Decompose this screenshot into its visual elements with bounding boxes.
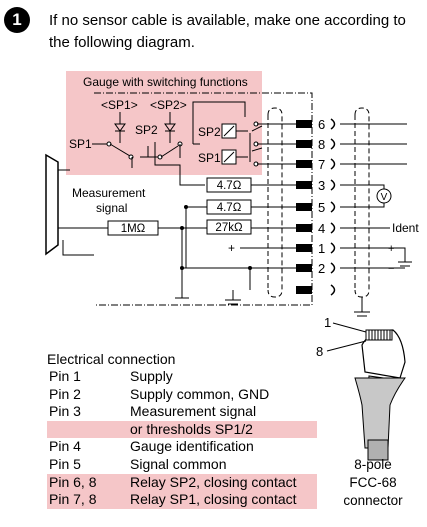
sp2-bracket-label: <SP2>	[150, 98, 187, 112]
sp2-label: SP2	[135, 123, 158, 137]
description-cell: Relay SP2, closing contact	[130, 473, 297, 490]
pin-5-label: 5	[318, 200, 325, 215]
relay-sp1-label: SP1	[198, 151, 221, 165]
pin-cell: Pin 1	[49, 368, 81, 384]
measurement-signal-label: Measurement	[72, 186, 146, 200]
intro-text: If no sensor cable is available, make on…	[49, 12, 406, 51]
description-cell: Relay SP1, closing contact	[130, 491, 297, 508]
table-title: Electrical connection	[47, 351, 176, 367]
connector-pin-8-label: 8	[316, 344, 323, 359]
pin-cell: Pin 5	[49, 455, 81, 472]
connector-caption-line-1: 8-pole	[354, 457, 392, 472]
connector-caption: 8-pole FCC-68 connector	[338, 456, 408, 510]
pin-cell: Pin 3	[49, 403, 81, 420]
pin-6-label: 6	[318, 117, 325, 132]
connector-caption-line-3: connector	[343, 493, 403, 508]
table-row: or thresholds SP1/2	[47, 420, 317, 439]
description-cell: Signal common	[130, 455, 227, 472]
pin-cell: Pin 7, 8	[49, 491, 97, 508]
resistor-27k-ohm	[206, 219, 252, 235]
sp1-bracket-label: <SP1>	[101, 98, 138, 112]
external-minus-label: −	[388, 263, 394, 275]
table-row: Pin 2 Supply common, GND	[47, 386, 317, 404]
resistor-4-7-ohm-b-label: 4.7Ω	[217, 202, 242, 214]
table-row: Pin 5 Signal common	[47, 456, 317, 474]
description-cell: or thresholds SP1/2	[130, 420, 253, 437]
ident-label: Ident	[392, 221, 419, 235]
connector-pin-1-label: 1	[324, 315, 331, 330]
resistor-27k-ohm-label: 27kΩ	[215, 222, 243, 234]
pin-2-label: 2	[318, 261, 325, 276]
table-row: Pin 4 Gauge identification	[47, 438, 317, 456]
description-cell: Gauge identification	[130, 438, 254, 455]
pin-cell: Pin 6, 8	[49, 473, 97, 490]
step-number-badge: 1	[4, 7, 30, 33]
fcc68-connector-icon	[354, 329, 406, 461]
resistor-4-7-ohm-a-label: 4.7Ω	[217, 180, 242, 192]
gauge-box-title: Gauge with switching functions	[83, 75, 248, 89]
measurement-signal-label-2: signal	[96, 201, 127, 215]
voltmeter-icon	[376, 188, 392, 204]
table-row: Pin 1 Supply	[47, 368, 317, 386]
resistor-1m-ohm-label: 1MΩ	[121, 223, 146, 235]
connector-caption-line-2: FCC-68	[349, 475, 397, 490]
description-cell: Supply common, GND	[130, 385, 270, 402]
sp1-label: SP1	[69, 137, 92, 151]
voltmeter-label: V	[381, 192, 388, 203]
pin-8-label: 8	[318, 137, 325, 152]
pin-1-label: 1	[318, 241, 325, 256]
pin-cell: Pin 2	[49, 385, 81, 402]
pin-7-label: 7	[318, 157, 325, 172]
gauge-enclosure	[94, 92, 313, 306]
table-row: Pin 6, 8 Relay SP2, closing contact	[47, 473, 317, 492]
sensor-flange	[45, 153, 59, 256]
table-row: Pin 7, 8 Relay SP1, closing contact	[47, 491, 317, 509]
pin-4-label: 4	[318, 221, 325, 236]
supply-plus-label: +	[228, 241, 235, 255]
description-cell: Measurement signal	[130, 403, 257, 420]
pin-cell: Pin 4	[49, 438, 81, 455]
relay-sp2-label: SP2	[198, 125, 221, 139]
description-cell: Supply	[130, 368, 173, 384]
external-plus-label: +	[388, 243, 394, 255]
pin-3-label: 3	[318, 178, 325, 193]
table-row: Pin 3 Measurement signal	[47, 403, 317, 421]
